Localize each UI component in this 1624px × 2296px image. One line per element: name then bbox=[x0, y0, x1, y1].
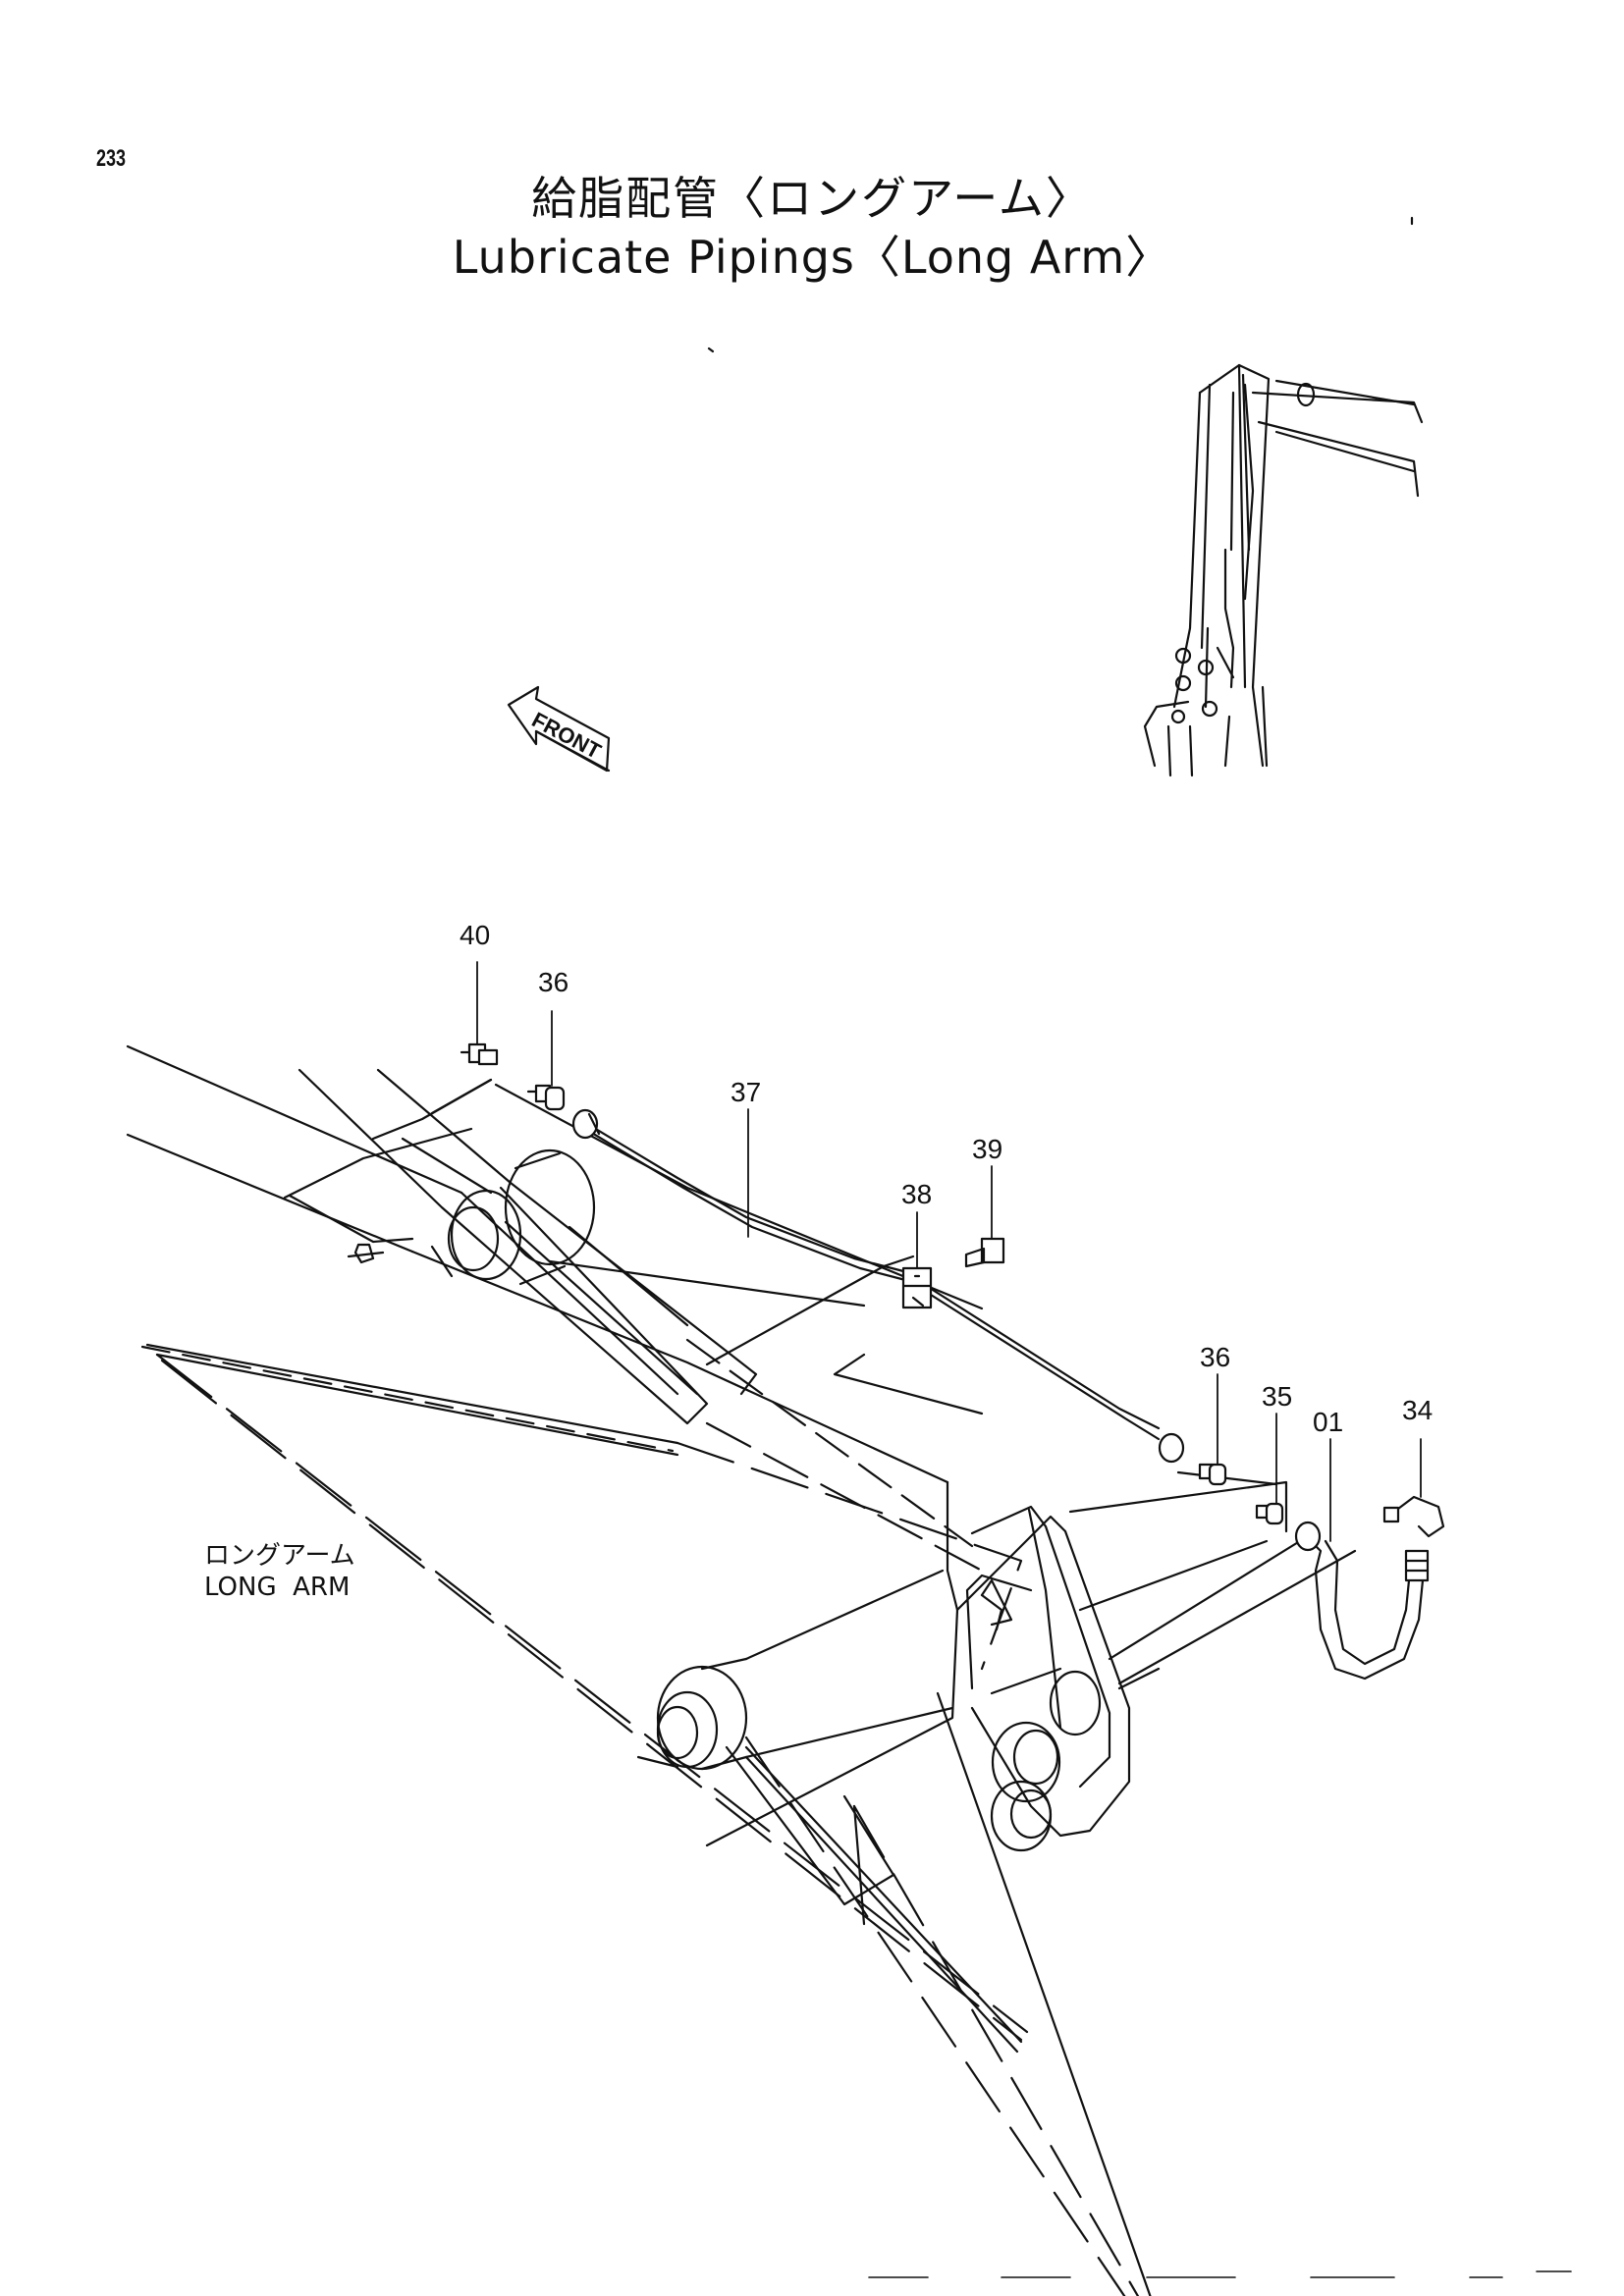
long-arm-label-japanese: ロングアーム bbox=[204, 1541, 355, 1571]
clamp-38 bbox=[901, 1266, 933, 1309]
long-arm-body bbox=[126, 1044, 1357, 2296]
adapter-36-upper bbox=[526, 1084, 566, 1111]
machine-overview-inset bbox=[1143, 363, 1424, 777]
callout-35: 35 bbox=[1262, 1381, 1292, 1412]
elbow-34 bbox=[1382, 1495, 1445, 1538]
front-direction-arrow bbox=[507, 685, 611, 773]
callout-01: 01 bbox=[1313, 1407, 1343, 1437]
hose-01 bbox=[1294, 1521, 1430, 1681]
long-arm-label-english: LONG ARM bbox=[204, 1573, 351, 1602]
callout-40: 40 bbox=[460, 920, 490, 950]
page-title-english: Lubricate Pipings〈Long Arm〉 bbox=[452, 231, 1172, 284]
bolt-39 bbox=[964, 1237, 1005, 1268]
fitting-35 bbox=[1255, 1502, 1284, 1525]
callout-36-lower: 36 bbox=[1200, 1342, 1230, 1372]
lube-pipe-37 bbox=[571, 1108, 1185, 1464]
callout-39: 39 bbox=[972, 1134, 1002, 1164]
page-number: 233 bbox=[96, 145, 127, 172]
bottom-rules bbox=[868, 2270, 1572, 2278]
callout-37: 37 bbox=[731, 1077, 761, 1107]
adapter-36-lower bbox=[1198, 1463, 1227, 1486]
callout-36-upper: 36 bbox=[538, 967, 568, 997]
page-title-japanese: 給脂配管〈ロングアーム〉 bbox=[531, 172, 1093, 225]
callout-leaders bbox=[476, 961, 1422, 1542]
fitting-40 bbox=[460, 1042, 499, 1066]
callout-38: 38 bbox=[901, 1179, 932, 1209]
callout-34: 34 bbox=[1402, 1395, 1433, 1425]
